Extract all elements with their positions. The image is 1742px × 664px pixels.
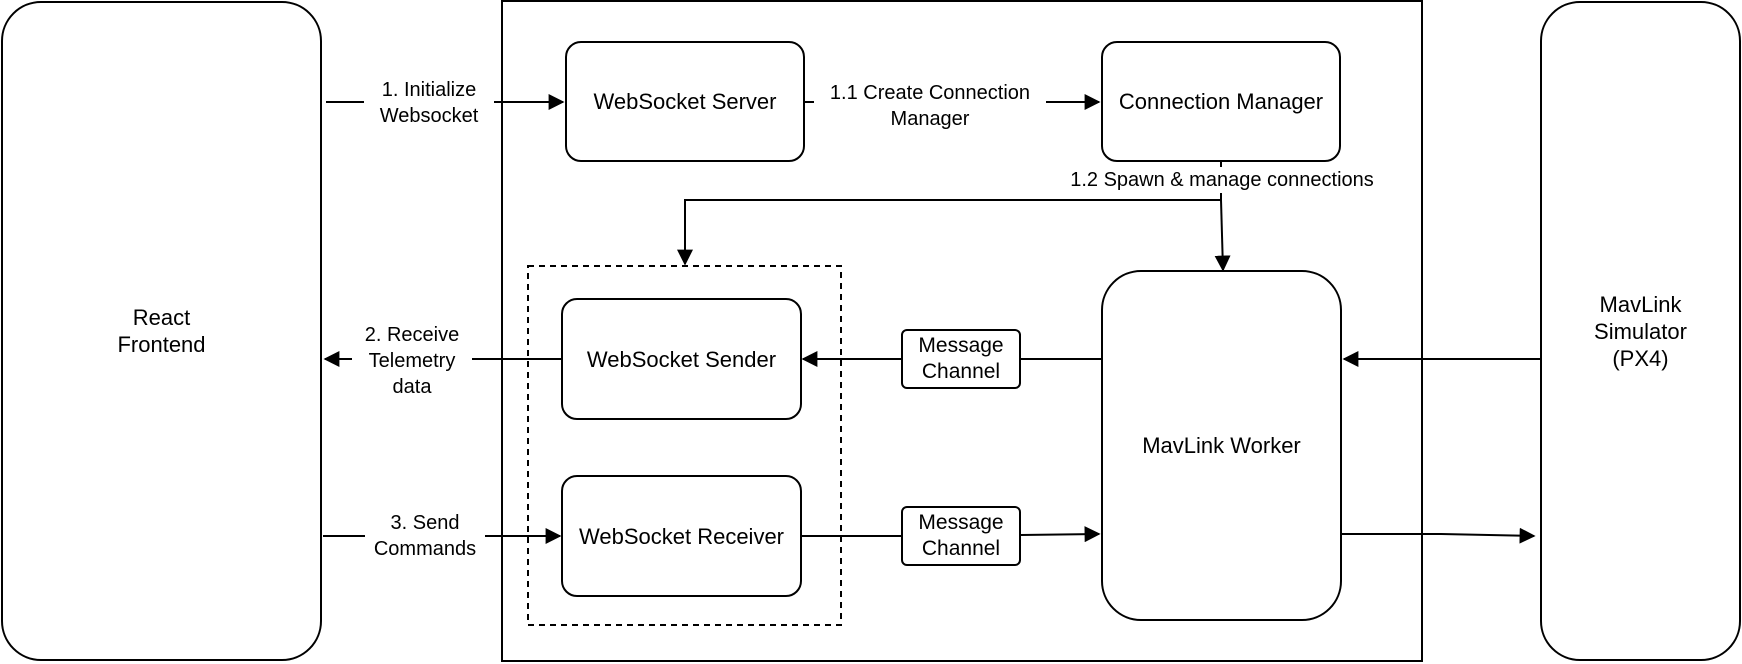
websocket-sender-label: WebSocket Sender [586,346,777,372]
websocket-group-boundary [527,265,842,626]
mavlink-simulator-label: MavLink Simulator (PX4) [1594,291,1687,371]
connection-manager-label: Connection Manager [1118,89,1324,114]
mavlink-simulator-node: MavLink Simulator (PX4) [1540,1,1741,661]
edge-spawn-to-worker [1214,199,1231,272]
edge-label-create-connection-manager: 1.1 Create Connection Manager [814,80,1046,132]
websocket-server-label: WebSocket Server [593,89,777,114]
websocket-sender-node: WebSocket Sender [561,298,802,420]
edge-label-receive-telemetry: 2. Receive Telemetry data [352,322,472,400]
react-frontend-node: React Frontend [1,1,322,661]
edge-label-init-websocket: 1. Initialize Websocket [364,77,494,129]
edge-worker-to-simulator [1342,527,1536,544]
websocket-server-node: WebSocket Server [565,41,805,162]
edge-channel-bottom-to-worker [1020,526,1101,543]
websocket-receiver-node: WebSocket Receiver [561,475,802,597]
mavlink-worker-node: MavLink Worker [1101,270,1342,621]
edge-spawn-to-group [677,199,1221,266]
message-channel-bottom-label: Message Channel [918,511,1004,560]
message-channel-top-label: Message Channel [918,334,1004,383]
message-channel-top-node: Message Channel [901,329,1021,389]
connection-manager-node: Connection Manager [1101,41,1341,162]
backend-container [501,0,1423,662]
message-channel-bottom-node: Message Channel [901,506,1021,566]
mavlink-worker-label: MavLink Worker [1142,433,1301,458]
edge-label-spawn: 1.2 Spawn & manage connections [1052,167,1392,193]
react-frontend-label: React Frontend [117,305,206,357]
websocket-receiver-label: WebSocket Receiver [578,523,784,549]
edge-label-send-commands: 3. Send Commands [365,510,485,562]
